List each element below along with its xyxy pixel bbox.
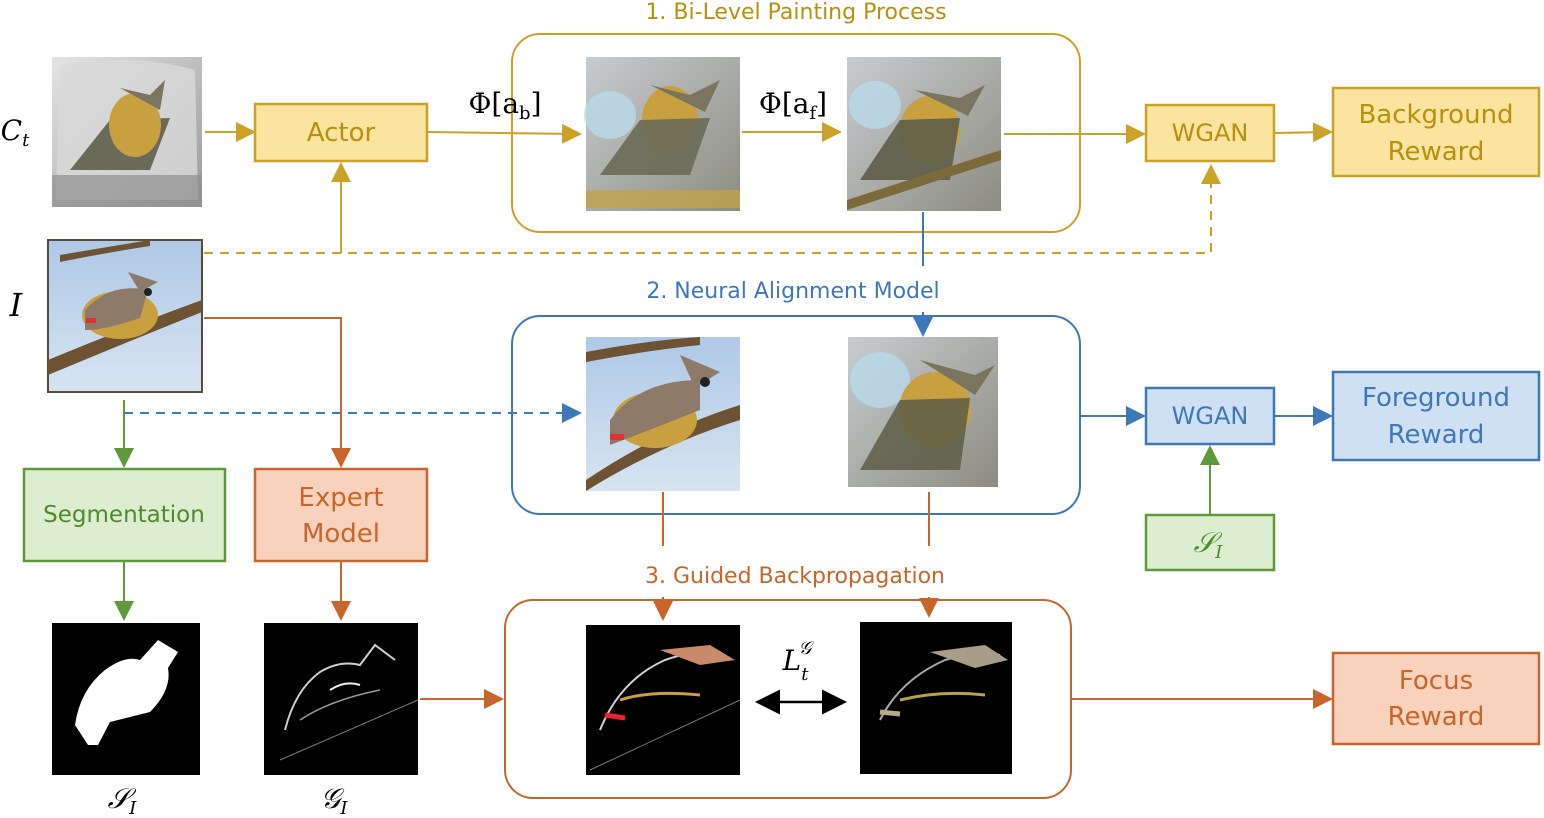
- painted-background-image: [584, 57, 740, 211]
- foreground-reward-line1: Foreground: [1362, 383, 1510, 413]
- phi-ab-label: Φ[ab]: [468, 87, 541, 124]
- painting-title: 1. Bi-Level Painting Process: [645, 0, 946, 25]
- orange-arrows: [204, 317, 1333, 709]
- expert-model-line1: Expert: [298, 483, 383, 513]
- expert-model-node: Expert Model: [253, 467, 429, 563]
- focus-reward-line1: Focus: [1399, 666, 1473, 696]
- yellow-arrows: [204, 122, 1333, 254]
- wgan-mid-node: WGAN: [1144, 386, 1276, 446]
- wgan-mid-label: WGAN: [1172, 402, 1249, 430]
- loss-label: Lt𝒢: [782, 638, 815, 685]
- background-reward-line1: Background: [1358, 100, 1513, 130]
- green-arrows: [114, 400, 1220, 621]
- alignment-painted-image: [848, 337, 998, 487]
- wgan-top-label: WGAN: [1172, 119, 1249, 147]
- background-reward-node: Background Reward: [1331, 86, 1541, 178]
- backprop-container: [504, 599, 1072, 799]
- foreground-reward-node: Foreground Reward: [1331, 370, 1541, 462]
- segmentation-label: Segmentation: [43, 502, 205, 528]
- backprop-title: 3. Guided Backpropagation: [645, 564, 945, 589]
- focus-reward-node: Focus Reward: [1331, 651, 1541, 746]
- backprop-target-image: [586, 625, 741, 775]
- ct-label: Ct: [1, 114, 30, 151]
- segmentation-mask-image: [52, 623, 200, 775]
- si-caption: 𝒮I: [108, 782, 138, 818]
- expert-guidance-image: [264, 623, 419, 775]
- target-image-i: [47, 239, 203, 393]
- i-label: I: [9, 286, 24, 324]
- background-reward-line2: Reward: [1388, 137, 1485, 167]
- focus-reward-line2: Reward: [1388, 702, 1485, 732]
- painted-foreground-image: [847, 57, 1001, 211]
- actor-label: Actor: [307, 118, 376, 148]
- blue-arrows: [124, 212, 1333, 426]
- backprop-painted-image: [860, 622, 1012, 774]
- si-node: 𝒮I: [1144, 513, 1276, 572]
- alignment-title: 2. Neural Alignment Model: [646, 279, 939, 304]
- actor-node: Actor: [253, 102, 429, 163]
- phi-af-label: Φ[af]: [759, 87, 827, 124]
- alignment-target-image: [586, 337, 740, 491]
- foreground-reward-line2: Reward: [1388, 420, 1485, 450]
- wgan-top-node: WGAN: [1144, 103, 1276, 163]
- expert-model-line2: Model: [302, 519, 380, 549]
- segmentation-node: Segmentation: [22, 467, 227, 563]
- canvas-ct-image: [52, 57, 202, 207]
- gi-caption: 𝒢I: [320, 782, 348, 818]
